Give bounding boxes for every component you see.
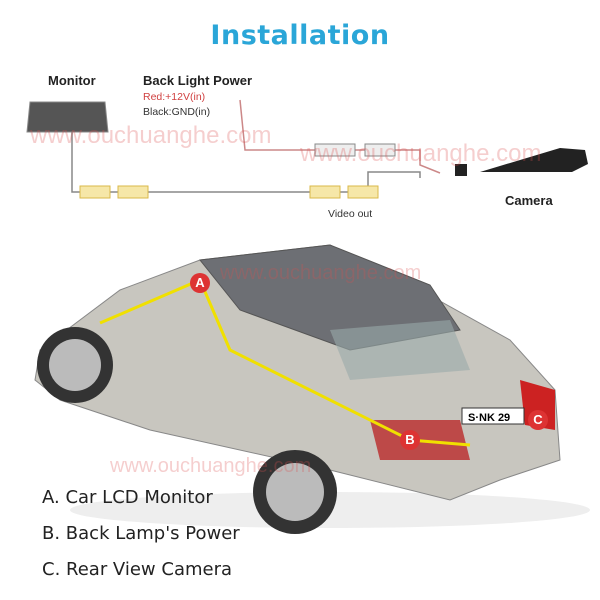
marker-c: C <box>528 410 548 430</box>
power-cable <box>239 99 441 174</box>
wiring-diagram <box>26 99 588 199</box>
marker-a: A <box>190 273 210 293</box>
camera-plug <box>455 164 467 176</box>
power-connectors <box>314 143 396 157</box>
black-wire-label: Black:GND(in) <box>143 106 211 118</box>
watermark: www.ouchuanghe.com <box>220 262 422 284</box>
legend-a: A. Car LCD Monitor <box>42 487 213 508</box>
watermark: www.ouchuanghe.com <box>110 455 312 477</box>
red-wire-label: Red:+12V(in) <box>143 91 206 103</box>
video-connectors <box>79 185 379 199</box>
monitor-shape <box>26 101 109 133</box>
watermark: www.ouchuanghe.com <box>30 122 272 149</box>
page-title: Installation <box>210 20 390 51</box>
legend-c: C. Rear View Camera <box>42 559 233 580</box>
license-plate: S·NK 29 <box>468 412 511 424</box>
camera-shape <box>480 148 588 172</box>
watermark: www.ouchuanghe.com <box>300 140 542 167</box>
car-illustration <box>34 244 590 534</box>
legend-b: B. Back Lamp's Power <box>42 523 240 544</box>
monitor-label: Monitor <box>48 73 96 88</box>
camera-label: Camera <box>505 193 553 208</box>
video-out-label: Video out <box>328 208 373 220</box>
back-light-power-label: Back Light Power <box>143 73 253 88</box>
marker-b: B <box>400 430 420 450</box>
